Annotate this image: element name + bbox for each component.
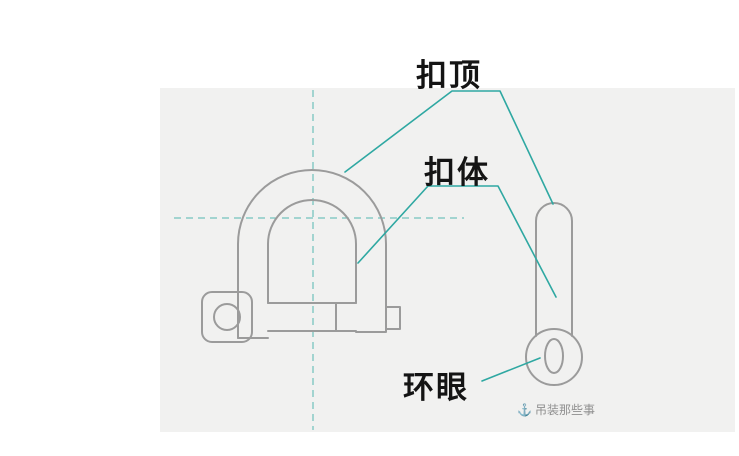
watermark: ⚓ 吊装那些事 <box>517 401 595 418</box>
leader-bow-top <box>344 90 554 205</box>
leader-body <box>357 185 557 298</box>
bow-outer-outline <box>237 169 387 339</box>
shackle-front-view <box>201 169 401 343</box>
leader-eye <box>481 357 541 382</box>
pin-body-outline <box>535 202 573 337</box>
label-eye: 环眼 <box>403 370 469 405</box>
watermark-logo-icon: ⚓ <box>517 402 532 417</box>
label-bow-top: 扣顶 <box>416 58 482 93</box>
bow-inner-outline <box>267 199 357 304</box>
right-leg-bottom <box>355 305 387 333</box>
drawing-panel-background <box>160 88 735 432</box>
pin-eye-circle <box>525 328 583 386</box>
label-body: 扣体 <box>424 155 490 190</box>
pin-head-hole <box>213 303 241 331</box>
centerlines <box>174 90 464 430</box>
watermark-text: 吊装那些事 <box>534 403 595 417</box>
pin-head <box>201 291 253 343</box>
leader-lines <box>344 90 557 382</box>
pin-eye-slot <box>544 338 564 374</box>
pin-side-view <box>525 202 583 386</box>
pin-tip <box>385 306 401 330</box>
